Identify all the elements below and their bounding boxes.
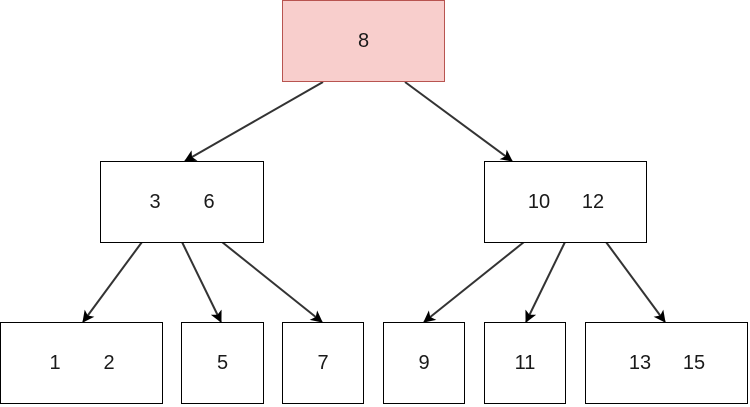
key: 6: [203, 191, 215, 213]
key: 9: [418, 352, 430, 374]
key: 12: [581, 191, 605, 213]
edge-left-to-leaf-7: [221, 241, 323, 323]
internal-node-right: 10 12: [484, 161, 647, 243]
leaf-node-11: 11: [484, 322, 566, 404]
key: 1: [49, 352, 61, 374]
edge-right-to-leaf-11: [525, 241, 566, 323]
root-node: 8: [282, 0, 445, 82]
edge-left-to-leaf-1-2: [82, 241, 143, 323]
leaf-node-7: 7: [282, 322, 364, 404]
key: 2: [103, 352, 115, 374]
key: 5: [216, 352, 229, 374]
key: 13: [628, 352, 652, 374]
edge-left-to-leaf-5: [181, 241, 222, 323]
internal-node-left: 3 6: [100, 161, 264, 243]
leaf-node-5: 5: [181, 322, 264, 404]
edge-root-to-left: [184, 81, 324, 162]
leaf-node-1-2: 1 2: [0, 322, 163, 404]
key: 7: [317, 352, 329, 374]
key: 11: [514, 352, 536, 374]
key: 3: [149, 191, 161, 213]
leaf-node-9: 9: [383, 322, 465, 404]
edge-root-to-right: [404, 81, 513, 162]
edge-right-to-leaf-13-15: [605, 241, 666, 323]
key: 10: [527, 191, 551, 213]
key: 8: [357, 30, 370, 52]
edge-right-to-leaf-9: [423, 241, 525, 323]
leaf-node-13-15: 13 15: [585, 322, 748, 404]
key: 15: [682, 352, 706, 374]
